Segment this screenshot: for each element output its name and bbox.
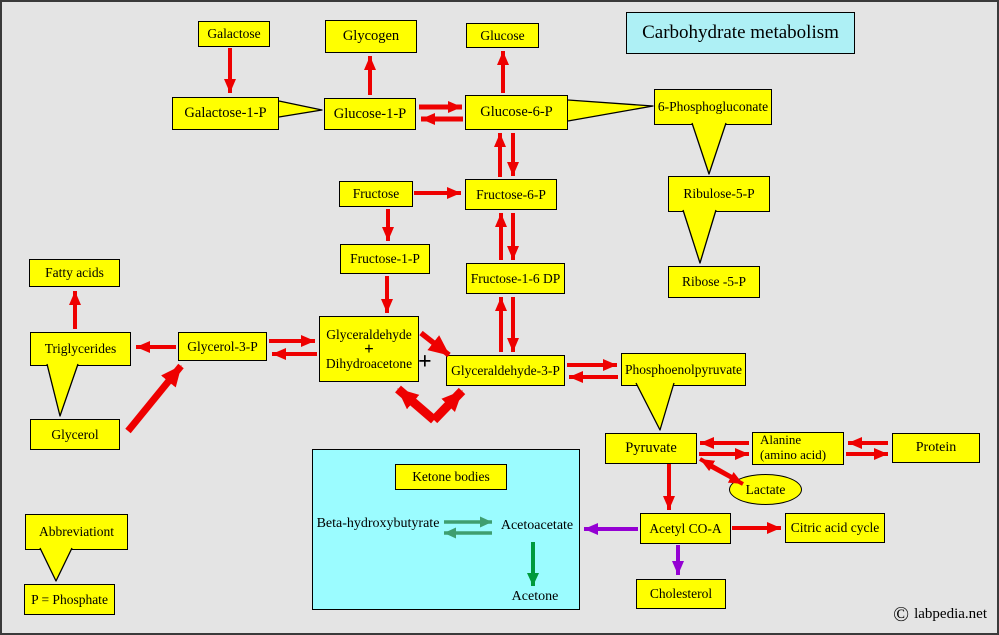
node-alanine: Alanine (amino acid) — [752, 432, 844, 465]
site-name: labpedia.net — [914, 606, 987, 622]
callout-ribulose5p-to-ribose5p — [682, 209, 717, 264]
node-glyceraldehyde-dihydroacetone: Glyceraldehyde + Dihydroacetone — [319, 316, 419, 382]
glyceraldehyde-label: Glyceraldehyde — [326, 326, 412, 342]
node-p-phosphate: P = Phosphate — [24, 584, 115, 615]
arrow-lactate-to-pyruvate — [699, 457, 738, 482]
plus-sign-between: + — [418, 349, 432, 375]
node-glucose-1p: Glucose-1-P — [324, 98, 416, 130]
node-cholesterol: Cholesterol — [636, 579, 726, 609]
node-pyruvate: Pyruvate — [605, 433, 697, 464]
node-triglycerides: Triglycerides — [30, 332, 131, 366]
callout-triglycerides-to-glycerol — [46, 363, 79, 417]
diagram-title: Carbohydrate metabolism — [626, 12, 855, 54]
arrow-interconversion-to-glyceraldehyde3p — [430, 387, 466, 424]
node-fatty-acids: Fatty acids — [29, 259, 120, 287]
alanine-label: Alanine — [760, 432, 802, 447]
node-abbreviation: Abbreviationt — [25, 514, 128, 550]
node-glycogen: Glycogen — [325, 20, 417, 53]
node-fructose-1-6dp: Fructose-1-6 DP — [466, 263, 565, 294]
callout-glucose6p-to-6phosphogluconate — [567, 99, 654, 122]
node-fructose-1p: Fructose-1-P — [340, 244, 430, 274]
copyright-icon: © — [893, 602, 910, 626]
plus-sign: + — [364, 338, 374, 358]
callout-galactose1p-to-glucose1p — [278, 100, 323, 118]
callout-pep-to-pyruvate — [635, 382, 675, 431]
node-glycerol-3p: Glycerol-3-P — [178, 332, 267, 361]
node-galactose: Galactose — [198, 21, 270, 47]
arrow-glycerol-to-glycerol3p — [125, 363, 184, 434]
node-galactose-1p: Galactose-1-P — [172, 97, 279, 130]
footer: © labpedia.net — [893, 604, 987, 625]
callout-6phosphogluconate-to-ribulose5p — [691, 122, 727, 175]
amino-acid-label: (amino acid) — [760, 446, 827, 462]
node-6-phosphogluconate: 6-Phosphogluconate — [654, 89, 772, 125]
dihydroacetone-label: Dihydroacetone — [325, 356, 413, 372]
node-acetyl-coa: Acetyl CO-A — [640, 513, 731, 544]
node-lactate: Lactate — [729, 474, 802, 505]
arrow-interconversion-to-glyceraldehyde — [395, 385, 437, 424]
node-glyceraldehyde-3p: Glyceraldehyde-3-P — [446, 355, 565, 386]
node-protein: Protein — [892, 433, 980, 463]
node-glucose-6p: Glucose-6-P — [465, 95, 568, 130]
node-ribose-5p: Ribose -5-P — [668, 266, 760, 298]
node-citric-acid-cycle: Citric acid cycle — [785, 513, 885, 543]
acetoacetate-label: Acetoacetate — [500, 518, 574, 533]
callout-abbreviation-to-phosphate — [39, 547, 73, 582]
beta-hydroxybutyrate-label: Beta-hydroxybutyrate — [316, 516, 440, 531]
node-glucose: Glucose — [466, 23, 539, 48]
node-phosphoenolpyruvate: Phosphoenolpyruvate — [621, 353, 746, 386]
node-fructose: Fructose — [339, 181, 413, 207]
node-ketone-bodies: Ketone bodies — [395, 464, 507, 490]
node-fructose-6p: Fructose-6-P — [465, 179, 557, 210]
acetone-label: Acetone — [511, 589, 559, 604]
node-glycerol: Glycerol — [30, 419, 120, 450]
node-ribulose-5p: Ribulose-5-P — [668, 176, 770, 212]
